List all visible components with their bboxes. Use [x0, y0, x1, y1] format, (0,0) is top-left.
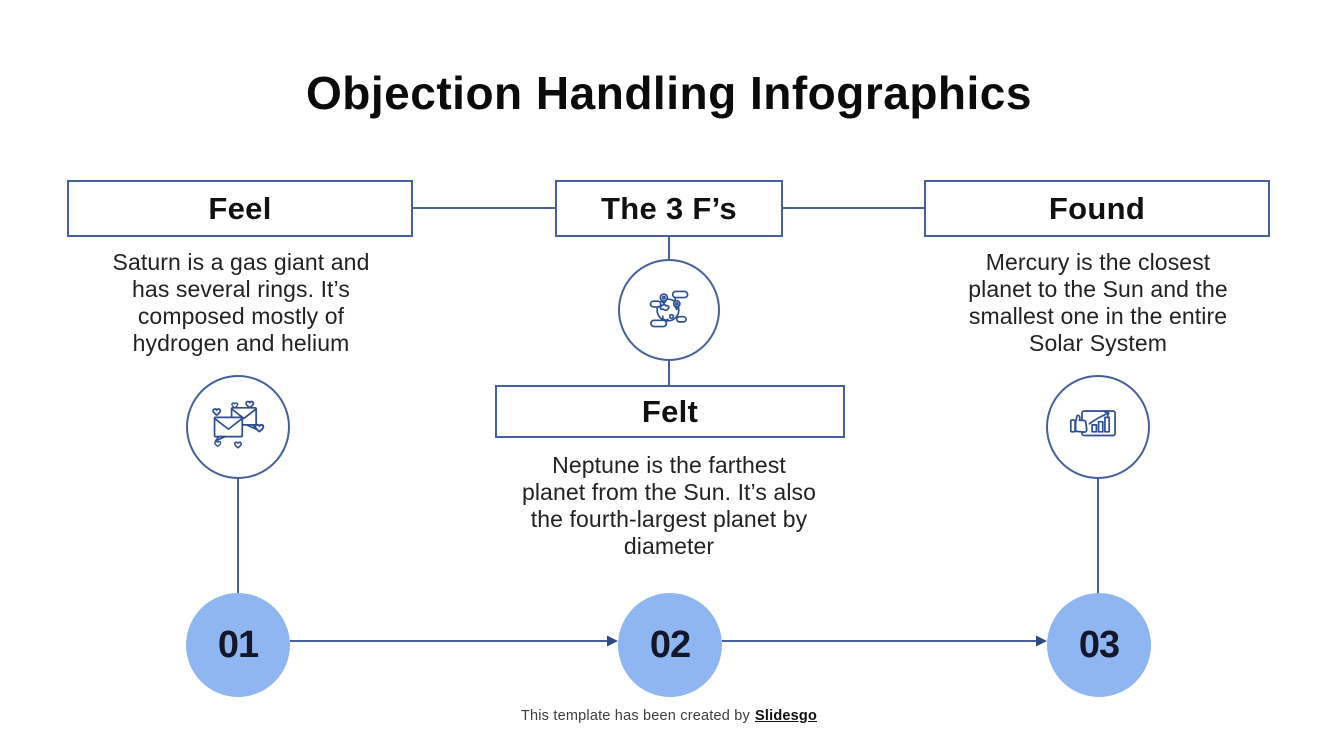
- sales-growth-presentation-icon: [1069, 410, 1116, 437]
- step-number-03: 03: [1078, 623, 1120, 666]
- icon-circle-the-3-fs: [618, 259, 720, 361]
- description-feel: Saturn is a gas giant and has several ri…: [112, 249, 370, 356]
- arrowhead-step3: [1036, 635, 1047, 647]
- description-found: Mercury is the closest planet to the Sun…: [968, 249, 1228, 356]
- love-letters-icon: [212, 400, 265, 449]
- footer-text: This template has been created by: [520, 708, 751, 724]
- step-circle-02: 02: [618, 593, 722, 697]
- step-circle-03: 03: [1047, 593, 1151, 697]
- arrowhead-step2: [607, 635, 618, 647]
- node-label-felt: Felt: [641, 393, 699, 429]
- step-number-01: 01: [217, 623, 259, 666]
- node-box-felt: Felt: [495, 385, 845, 438]
- slide-title: Objection Handling Infographics: [306, 67, 1032, 119]
- node-box-the-3-fs: The 3 F’s: [555, 180, 783, 237]
- node-label-the-3-fs: The 3 F’s: [601, 190, 737, 226]
- node-box-found: Found: [924, 180, 1270, 237]
- node-label-feel: Feel: [208, 190, 272, 226]
- icon-circle-found: [1046, 375, 1150, 479]
- description-felt: Neptune is the farthest planet from the …: [521, 452, 817, 559]
- node-box-feel: Feel: [67, 180, 413, 237]
- node-label-found: Found: [1048, 190, 1146, 226]
- step-circle-01: 01: [186, 593, 290, 697]
- icon-circle-feel: [186, 375, 290, 479]
- step-number-02: 02: [649, 623, 691, 666]
- slidesgo-link[interactable]: Slidesgo: [755, 708, 818, 724]
- global-communication-icon: [649, 290, 689, 328]
